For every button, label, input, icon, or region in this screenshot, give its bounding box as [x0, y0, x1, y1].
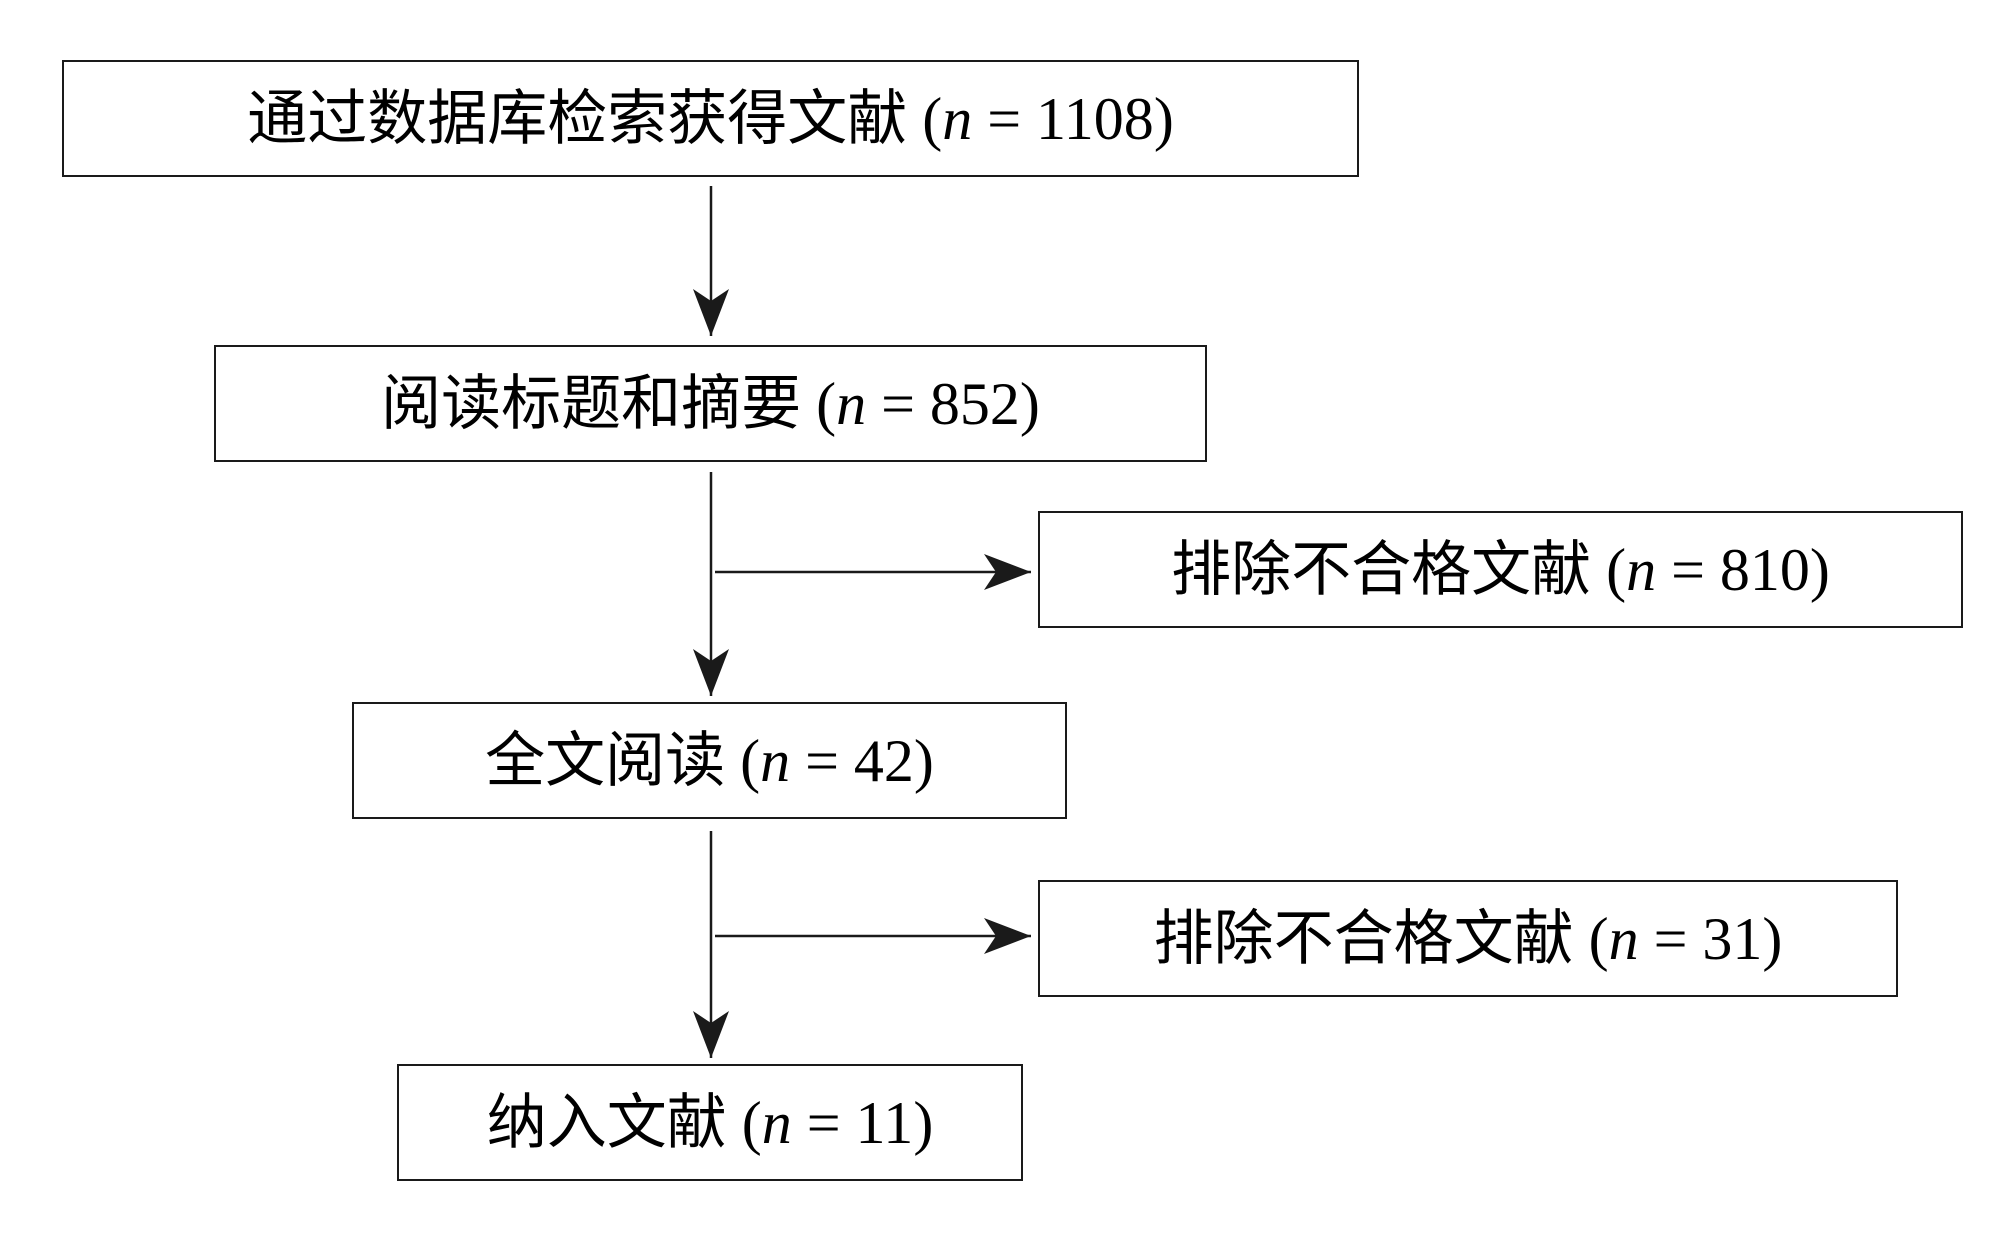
- n-symbol: n: [1608, 905, 1639, 972]
- n-symbol: n: [942, 85, 973, 152]
- box-label: 排除不合格文献: [1171, 536, 1592, 603]
- box-excluded-after-full-text: 排除不合格文献 (n = 31): [1038, 880, 1898, 997]
- box-label: 排除不合格文献: [1153, 905, 1574, 972]
- box-full-text-review: 全文阅读 (n = 42): [352, 702, 1067, 819]
- box-label: 阅读标题和摘要: [381, 370, 802, 437]
- box-label: 全文阅读: [485, 727, 726, 794]
- record-count: 810: [1719, 536, 1810, 603]
- record-count: 42: [853, 727, 914, 794]
- n-symbol: n: [836, 370, 867, 437]
- box-excluded-after-screening: 排除不合格文献 (n = 810): [1038, 511, 1963, 628]
- record-count: 31: [1702, 905, 1763, 972]
- box-database-search: 通过数据库检索获得文献 (n = 1108): [62, 60, 1359, 177]
- box-label: 通过数据库检索获得文献: [247, 85, 908, 152]
- n-symbol: n: [760, 727, 791, 794]
- equals-sign: =: [1638, 905, 1703, 972]
- equals-sign: =: [972, 85, 1037, 152]
- record-count: 1108: [1036, 85, 1154, 152]
- n-symbol: n: [1626, 536, 1657, 603]
- equals-sign: =: [790, 727, 854, 794]
- box-included-studies: 纳入文献 (n = 11): [397, 1064, 1023, 1181]
- record-count: 852: [929, 370, 1020, 437]
- record-count: 11: [855, 1089, 914, 1156]
- box-title-abstract-screening: 阅读标题和摘要 (n = 852): [214, 345, 1207, 462]
- n-symbol: n: [761, 1089, 792, 1156]
- equals-sign: =: [866, 370, 930, 437]
- equals-sign: =: [791, 1089, 856, 1156]
- box-label: 纳入文献: [486, 1089, 727, 1156]
- equals-sign: =: [1656, 536, 1720, 603]
